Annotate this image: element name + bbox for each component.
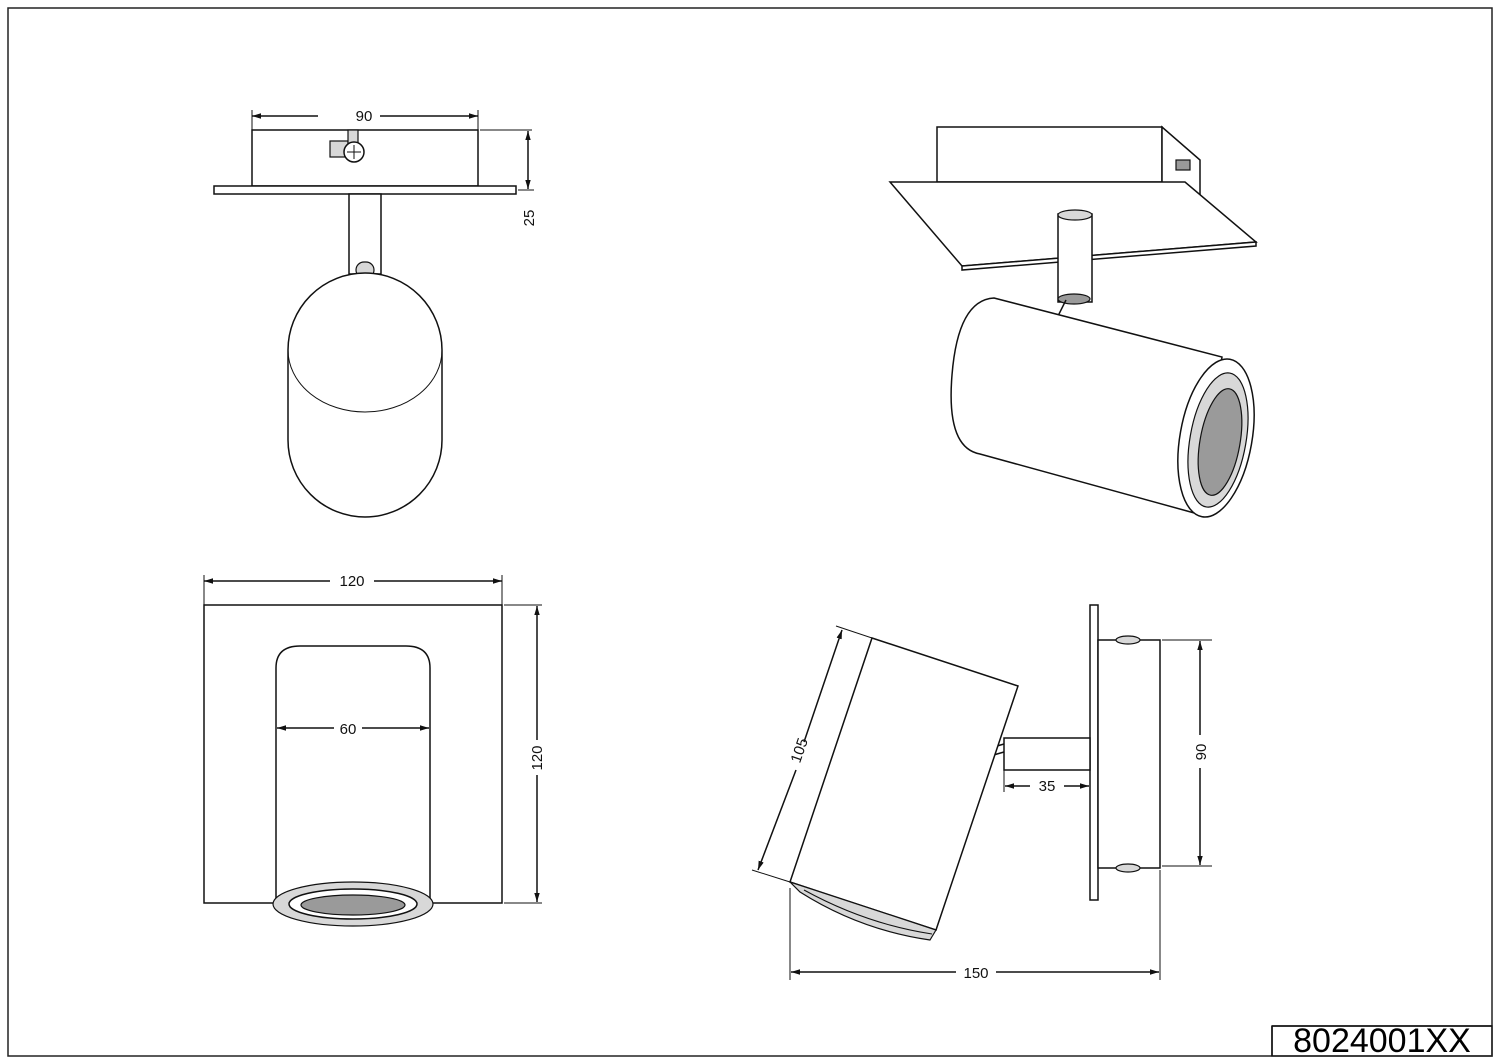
tube-diameter-label: 60 xyxy=(340,721,357,738)
isometric-view xyxy=(888,125,1258,518)
side-total-depth-label: 150 xyxy=(963,965,988,982)
side-view: 90 35 105 150 xyxy=(751,604,1212,982)
side-tube-length-label: 105 xyxy=(788,736,812,765)
side-box-height-label: 90 xyxy=(1193,744,1210,761)
stem xyxy=(348,193,382,275)
bottom-view: 120 120 60 xyxy=(203,573,546,927)
front-width-label: 90 xyxy=(356,108,373,125)
sheet-border xyxy=(7,7,1493,1057)
spot-tube xyxy=(287,272,443,518)
side-box xyxy=(1097,639,1161,869)
side-arm-length-label: 35 xyxy=(1039,778,1056,795)
part-number: 8024001XX xyxy=(1293,1022,1471,1060)
side-arm xyxy=(1003,737,1091,771)
front-view: 90 25 xyxy=(213,108,538,518)
bottom-spot-tube xyxy=(275,645,431,899)
bottom-plate-width-label: 120 xyxy=(339,573,364,590)
iso-tube xyxy=(950,297,1223,515)
mounting-box xyxy=(251,129,479,187)
title-block: 8024001XX xyxy=(1271,1022,1493,1060)
front-depth-label: 25 xyxy=(521,210,538,227)
mounting-plate xyxy=(213,185,517,195)
side-plate xyxy=(1089,604,1099,901)
bottom-plate-height-label: 120 xyxy=(529,745,546,770)
